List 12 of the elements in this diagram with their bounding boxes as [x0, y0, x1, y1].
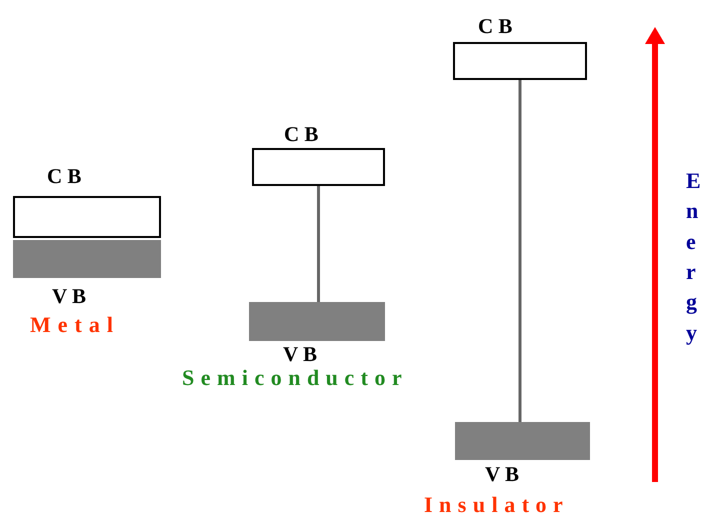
band-label: C B [47, 166, 82, 187]
material-label: Semiconductor [182, 367, 408, 389]
material-label: Insulator [424, 494, 570, 516]
band-label: V B [283, 344, 318, 365]
band-label: C B [284, 124, 318, 145]
band-gap-line [518, 80, 522, 422]
band-label: C B [478, 16, 512, 37]
axis-label: Energy [686, 167, 708, 347]
band-label: V B [52, 286, 86, 307]
material-label: Metal [30, 314, 120, 336]
band-gap-line [317, 186, 320, 302]
band-label: V B [485, 464, 520, 485]
